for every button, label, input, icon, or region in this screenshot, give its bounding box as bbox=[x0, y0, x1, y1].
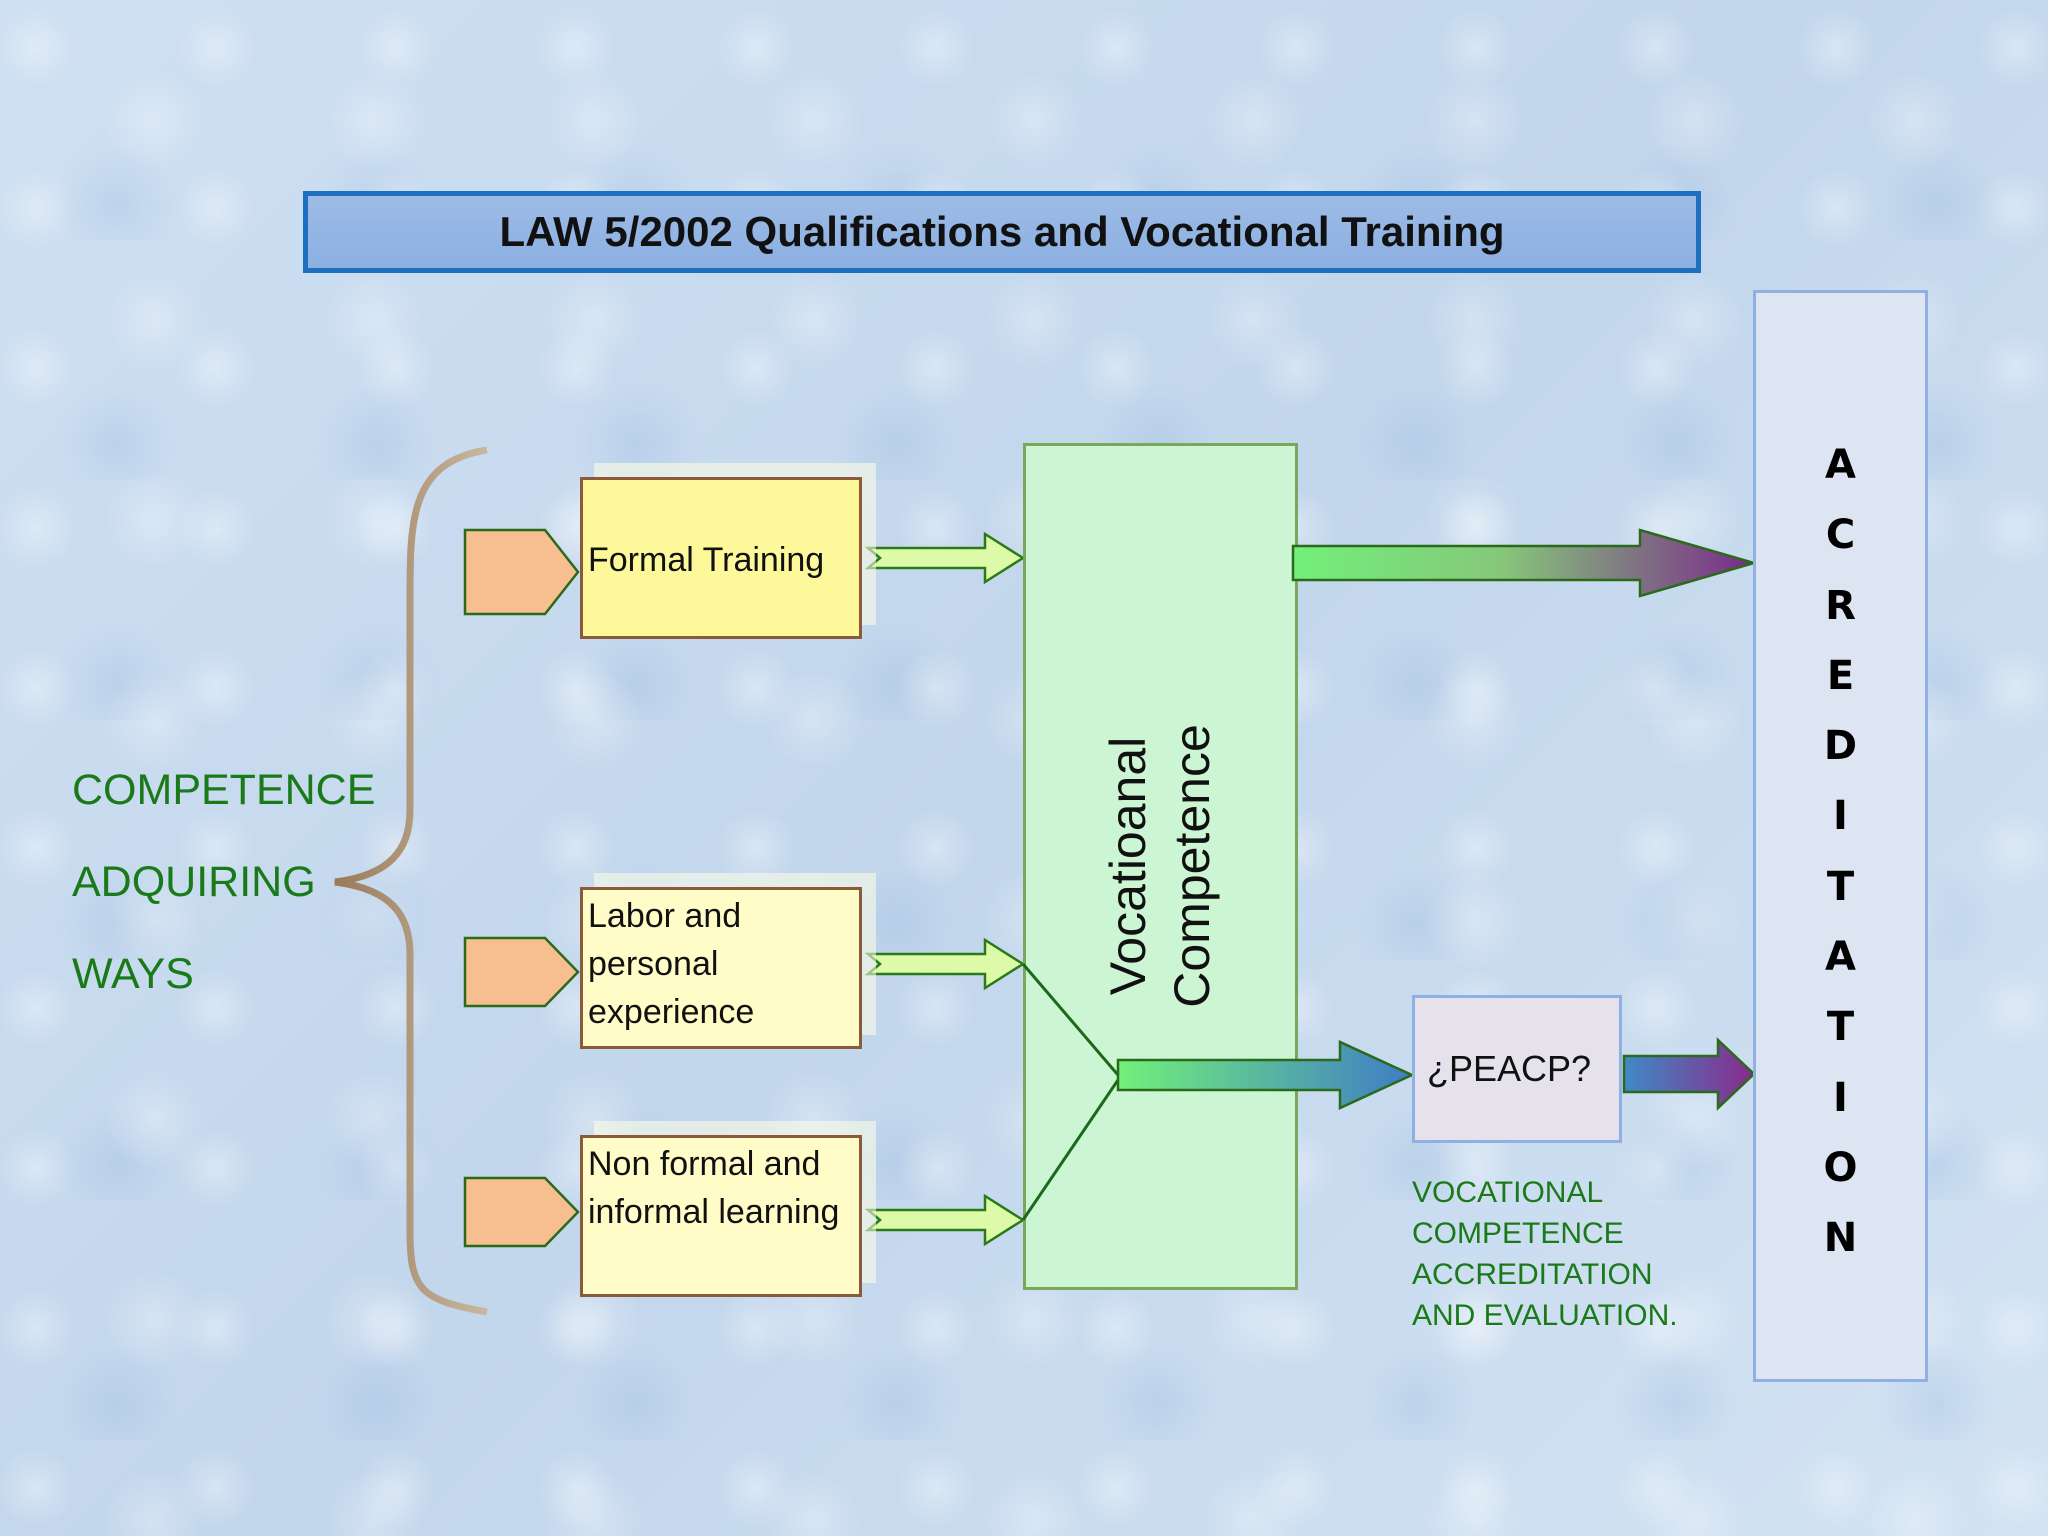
arrow-competence-to-peacp bbox=[1116, 1040, 1416, 1110]
arrow-peacp-to-accreditation bbox=[1622, 1037, 1756, 1111]
labor-experience-box: Labor and personal experience bbox=[580, 887, 862, 1049]
accreditation-letter: A bbox=[1825, 934, 1856, 981]
vocational-competence-line-2: Competence bbox=[1164, 724, 1220, 1008]
vocational-competence-box bbox=[1023, 443, 1298, 1290]
labor-experience-label: Labor and personal experience bbox=[588, 897, 755, 1031]
evaluation-note-line-1: VOCATIONAL bbox=[1412, 1176, 1604, 1209]
diagram-title: LAW 5/2002 Qualifications and Vocational… bbox=[303, 191, 1701, 273]
accreditation-letter: N bbox=[1823, 1215, 1858, 1262]
formal-training-box: Formal Training bbox=[580, 477, 862, 639]
connector-labor bbox=[1021, 963, 1120, 1076]
accreditation-letter: T bbox=[1826, 863, 1855, 910]
connector-nonformal bbox=[1021, 1079, 1120, 1221]
input-tag-nonformal bbox=[463, 1176, 580, 1248]
left-label-line-3: WAYS bbox=[72, 950, 194, 998]
nonformal-learning-box: Non formal and informal learning bbox=[580, 1135, 862, 1297]
peacp-box: ¿PEACP? bbox=[1412, 995, 1622, 1143]
left-label-line-1: COMPETENCE bbox=[72, 766, 376, 814]
input-tag-formal bbox=[463, 528, 580, 616]
formal-training-label: Formal Training bbox=[588, 541, 825, 579]
accreditation-letter: E bbox=[1826, 652, 1855, 699]
vocational-competence-label: Vocatioanal Competence bbox=[1096, 724, 1224, 1008]
accreditation-letter: D bbox=[1823, 723, 1858, 770]
accreditation-letter: I bbox=[1833, 793, 1848, 840]
vocational-competence-line-1: Vocatioanal bbox=[1100, 736, 1156, 996]
accreditation-letter: I bbox=[1833, 1074, 1848, 1121]
arrow-nonformal-to-competence bbox=[864, 1193, 1026, 1247]
left-label-line-2: ADQUIRING bbox=[72, 858, 316, 906]
accreditation-box bbox=[1753, 290, 1928, 1382]
nonformal-learning-label: Non formal and informal learning bbox=[588, 1145, 840, 1231]
accreditation-letter: C bbox=[1825, 512, 1856, 559]
evaluation-note-line-2: COMPETENCE bbox=[1412, 1217, 1624, 1250]
grouping-brace bbox=[334, 446, 488, 1316]
accreditation-letter: A bbox=[1825, 442, 1856, 488]
accreditation-letter: T bbox=[1826, 1004, 1855, 1051]
evaluation-note-line-4: AND EVALUATION. bbox=[1412, 1299, 1678, 1332]
arrow-labor-to-competence bbox=[864, 937, 1026, 991]
arrow-formal-to-competence bbox=[864, 531, 1026, 585]
input-tag-labor bbox=[463, 936, 580, 1008]
accreditation-letter: R bbox=[1825, 582, 1856, 629]
evaluation-note: VOCATIONAL COMPETENCE ACCREDITATION AND … bbox=[1412, 1172, 1732, 1336]
accreditation-letter: O bbox=[1823, 1144, 1858, 1191]
arrow-competence-to-accreditation bbox=[1291, 528, 1759, 598]
evaluation-note-line-3: ACCREDITATION bbox=[1412, 1258, 1653, 1291]
